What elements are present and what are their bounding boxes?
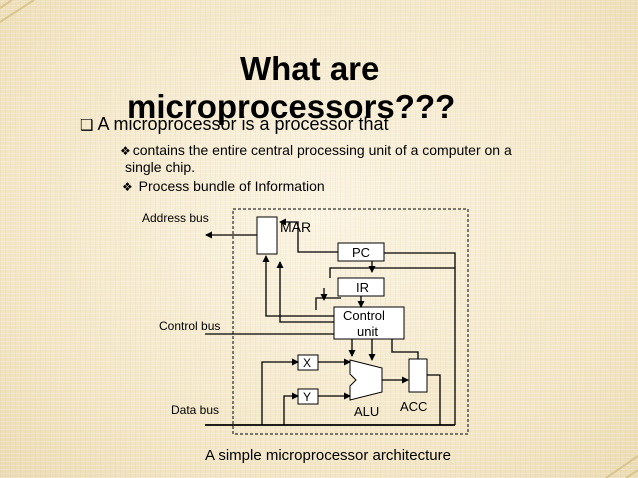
alu-label: ALU [354,404,379,419]
acc-register [408,358,428,393]
slide-title-line2: microprocessors??? [127,88,456,125]
chip-boundary [232,208,469,435]
sub-bullet-1-line2: single chip. [125,159,196,175]
diamond-bullet-icon: ❖ [122,180,133,194]
sub-bullet-1-cont: single chip. [125,159,195,176]
y-label: Y [303,390,311,404]
diamond-bullet-icon: ❖ [120,144,131,158]
intro-text: A microprocessor is a processor that [97,114,389,134]
sub-bullet-1: ❖contains the entire central processing … [120,142,512,160]
mar-label: MAR [280,219,311,235]
sub-bullet-2-line1: Process bundle of Information [138,178,325,194]
sub-bullet-2: ❖ Process bundle of Information [122,178,325,196]
control-unit [333,306,405,340]
alu-unit [349,359,383,401]
slide-title: What are [240,50,380,87]
address-bus-label: Address bus [142,211,209,225]
x-label: X [303,356,311,370]
data-bus-label: Data bus [171,403,219,417]
acc-label: ACC [400,399,427,414]
pc-label: PC [352,245,370,260]
intro-line: ❑A microprocessor is a processor that [80,113,389,136]
internal-wiring [261,218,456,425]
control-bus-label: Control bus [159,319,220,333]
sub-bullet-1-line1: contains the entire central processing u… [132,142,512,158]
mar-register [256,216,278,255]
control-unit-label-2: unit [357,324,378,339]
diagram-caption: A simple microprocessor architecture [205,447,451,464]
square-bullet-icon: ❑ [80,116,94,134]
ir-label: IR [356,280,369,295]
control-unit-label-1: Control [343,308,385,323]
